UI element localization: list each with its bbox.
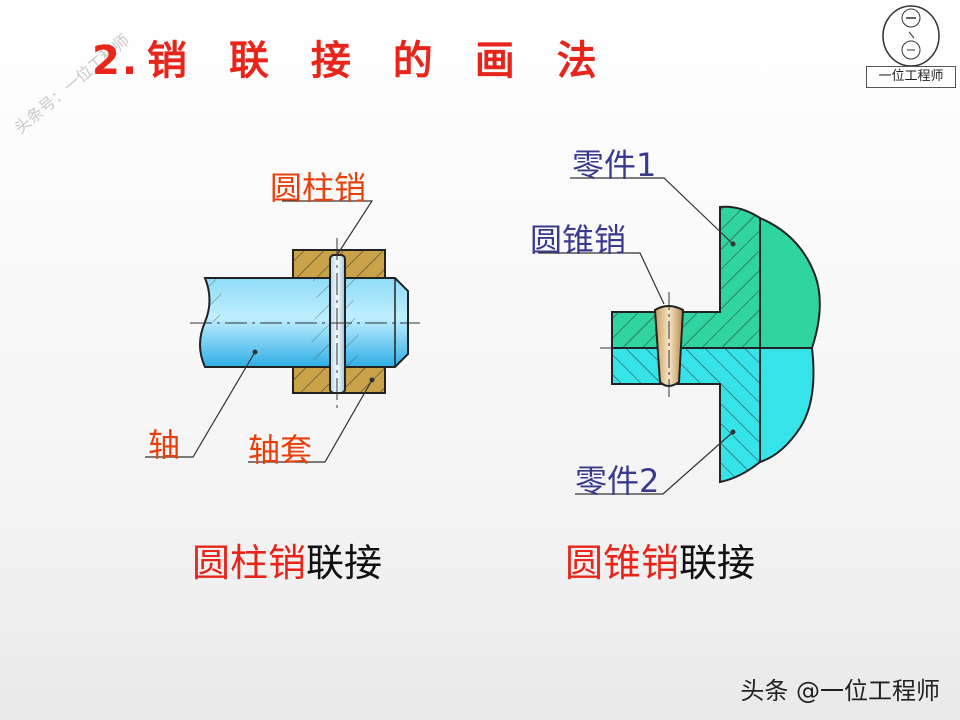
part-1 (611, 205, 821, 349)
label-cylindrical-pin: 圆柱销 (270, 169, 367, 207)
title-number: 2. (92, 38, 140, 84)
label-part-2: 零件2 (575, 462, 660, 500)
footer-attribution: 头条 @一位工程师 (740, 677, 940, 705)
right-assembly (538, 177, 821, 495)
label-part-1: 零件1 (572, 146, 657, 184)
caption-right-colored: 圆锥销 (565, 541, 680, 585)
left-assembly (145, 200, 420, 463)
caption-right: 圆锥销联接 (565, 532, 755, 587)
caption-left-plain: 联接 (306, 541, 383, 585)
title-text: 销 联 接 的 画 法 (147, 38, 611, 84)
caption-right-plain: 联接 (679, 541, 756, 585)
logo-emblem-icon (882, 5, 940, 67)
label-shaft: 轴 (148, 426, 181, 464)
part-2 (611, 347, 815, 484)
logo-text: 一位工程师 (866, 66, 956, 88)
slide-title: 2.销 联 接 的 画 法 (92, 28, 611, 86)
caption-left: 圆柱销联接 (192, 532, 382, 587)
caption-left-colored: 圆柱销 (192, 541, 307, 585)
logo: 一位工程师 (866, 4, 956, 88)
label-sleeve: 轴套 (248, 431, 313, 469)
label-taper-pin: 圆锥销 (530, 221, 627, 259)
